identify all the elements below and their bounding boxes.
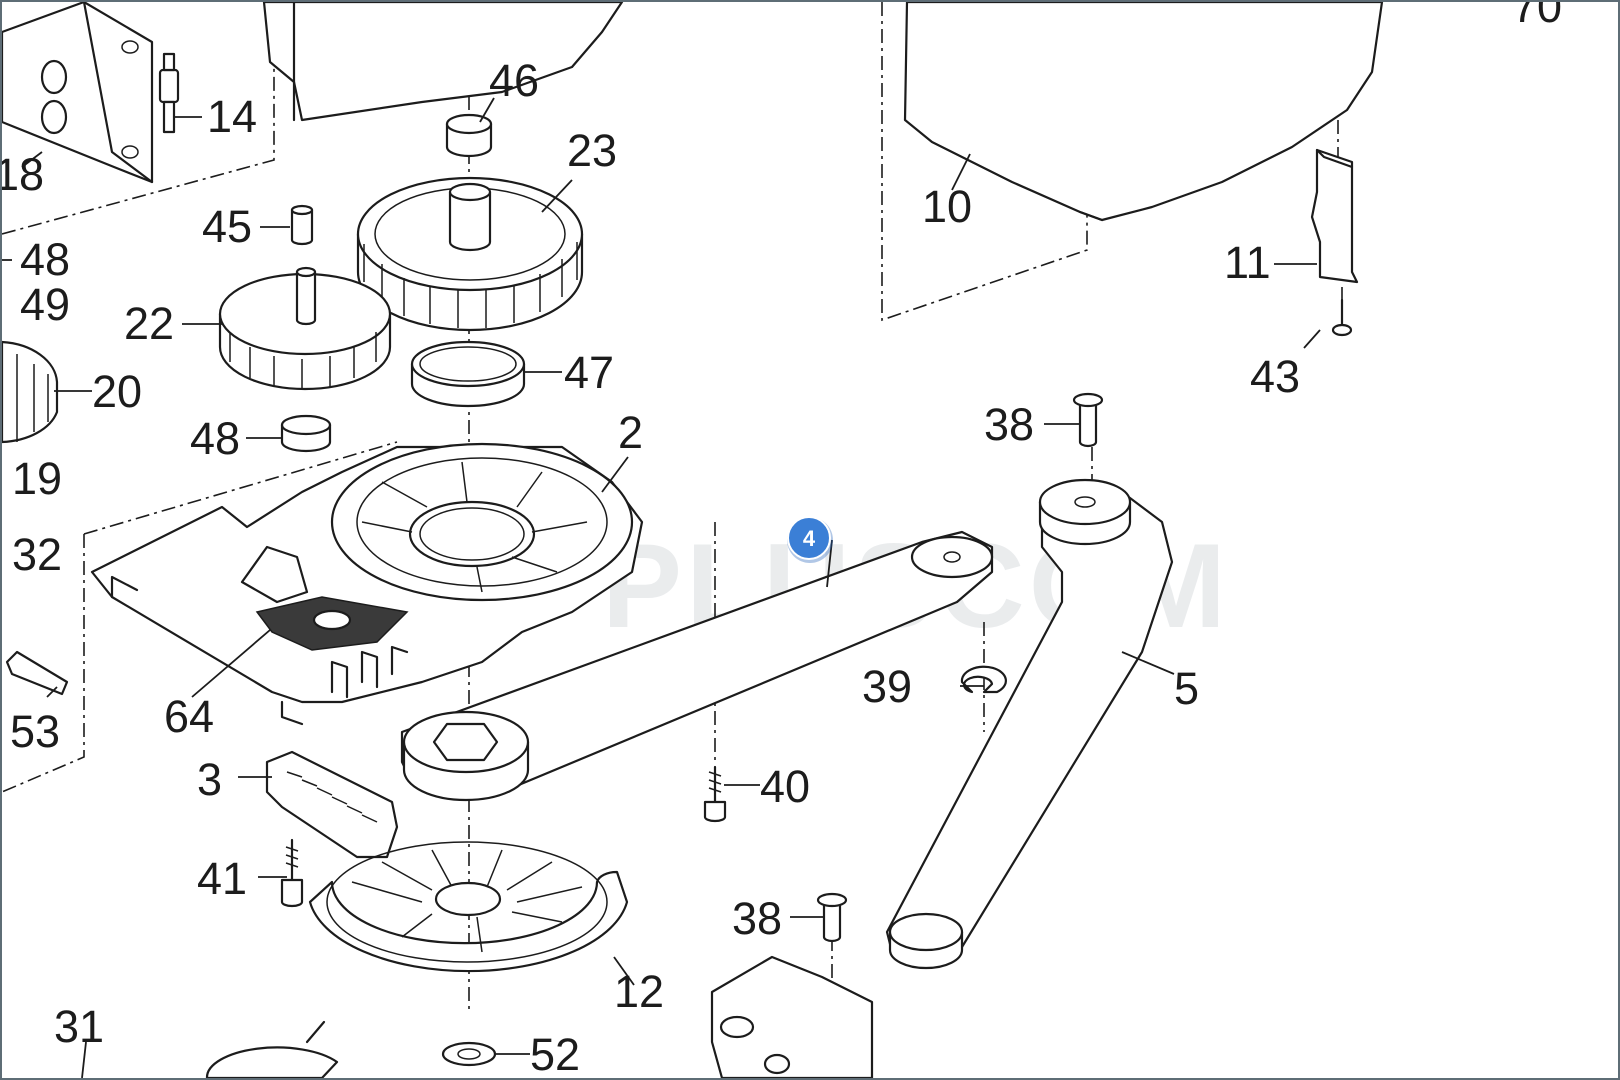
bolt-part-41	[280, 838, 304, 908]
arm-part-4	[400, 530, 994, 802]
hotspot-badge[interactable]: 4	[787, 516, 833, 563]
label-part-40: 40	[760, 761, 810, 812]
label-part-39: 39	[862, 661, 912, 712]
label-part-3: 3	[197, 754, 222, 805]
label-part-38-top: 38	[984, 399, 1034, 450]
part-labels: 70 46 14 18 23 10 45 11 48 49 22 43 20 4…	[2, 2, 1562, 1078]
label-part-45: 45	[202, 201, 252, 252]
pin-part-38-bottom	[816, 892, 848, 943]
badge-circle[interactable]	[787, 516, 831, 560]
label-part-48: 48	[190, 413, 240, 464]
leader-lines	[2, 97, 1321, 1078]
label-part-11: 11	[1224, 237, 1271, 288]
label-part-70: 70	[1512, 2, 1562, 32]
label-part-31: 31	[54, 1001, 104, 1052]
ring-part-47	[410, 340, 526, 408]
label-part-12: 12	[614, 966, 664, 1017]
label-part-41: 41	[197, 853, 247, 904]
arm-part-5	[885, 478, 1174, 970]
gear-part-22	[218, 266, 392, 391]
clip-part-39	[960, 665, 1007, 694]
label-part-38-bottom: 38	[732, 893, 782, 944]
label-part-10: 10	[922, 181, 972, 232]
pin-part-45	[290, 204, 314, 246]
label-part-5: 5	[1174, 663, 1199, 714]
base-plate-part-2	[90, 442, 644, 726]
label-part-53: 53	[10, 706, 60, 757]
part-31-partial	[205, 1020, 339, 1078]
dish-part-12	[308, 841, 629, 973]
washer-part-52	[441, 1041, 497, 1067]
bottom-bracket	[710, 955, 874, 1078]
label-part-20: 20	[92, 366, 142, 417]
label-part-32: 32	[12, 529, 62, 580]
bushing-part-48	[280, 414, 332, 453]
label-part-52: 52	[530, 1029, 580, 1078]
label-part-14: 14	[207, 91, 257, 142]
gear-part-23	[356, 176, 584, 332]
label-part-19: 19	[12, 453, 62, 504]
pin-part-38-top	[1072, 392, 1104, 448]
key-part-53	[5, 650, 69, 696]
label-part-64: 64	[164, 691, 214, 742]
bushing-part-46	[445, 113, 493, 158]
label-part-49: 49	[20, 279, 70, 330]
clip-part-11	[1310, 148, 1359, 284]
label-part-46: 46	[489, 55, 539, 106]
bolt-part-40	[703, 765, 727, 823]
label-part-22: 22	[124, 298, 174, 349]
label-part-48-left: 48	[20, 234, 70, 285]
label-part-2: 2	[618, 407, 643, 458]
screw-part-43	[1331, 298, 1353, 337]
gear-part-20	[2, 340, 59, 444]
badge-number[interactable]: 4	[803, 526, 816, 551]
strip-part-3	[265, 750, 399, 859]
bracket-part-18	[2, 2, 154, 184]
motor-housing-part-10	[903, 2, 1384, 222]
label-part-43: 43	[1250, 351, 1300, 402]
label-part-18: 18	[2, 149, 44, 200]
label-part-23: 23	[567, 125, 617, 176]
label-part-47: 47	[564, 347, 614, 398]
housing-cover	[262, 2, 624, 122]
pin-part-14	[158, 52, 180, 134]
